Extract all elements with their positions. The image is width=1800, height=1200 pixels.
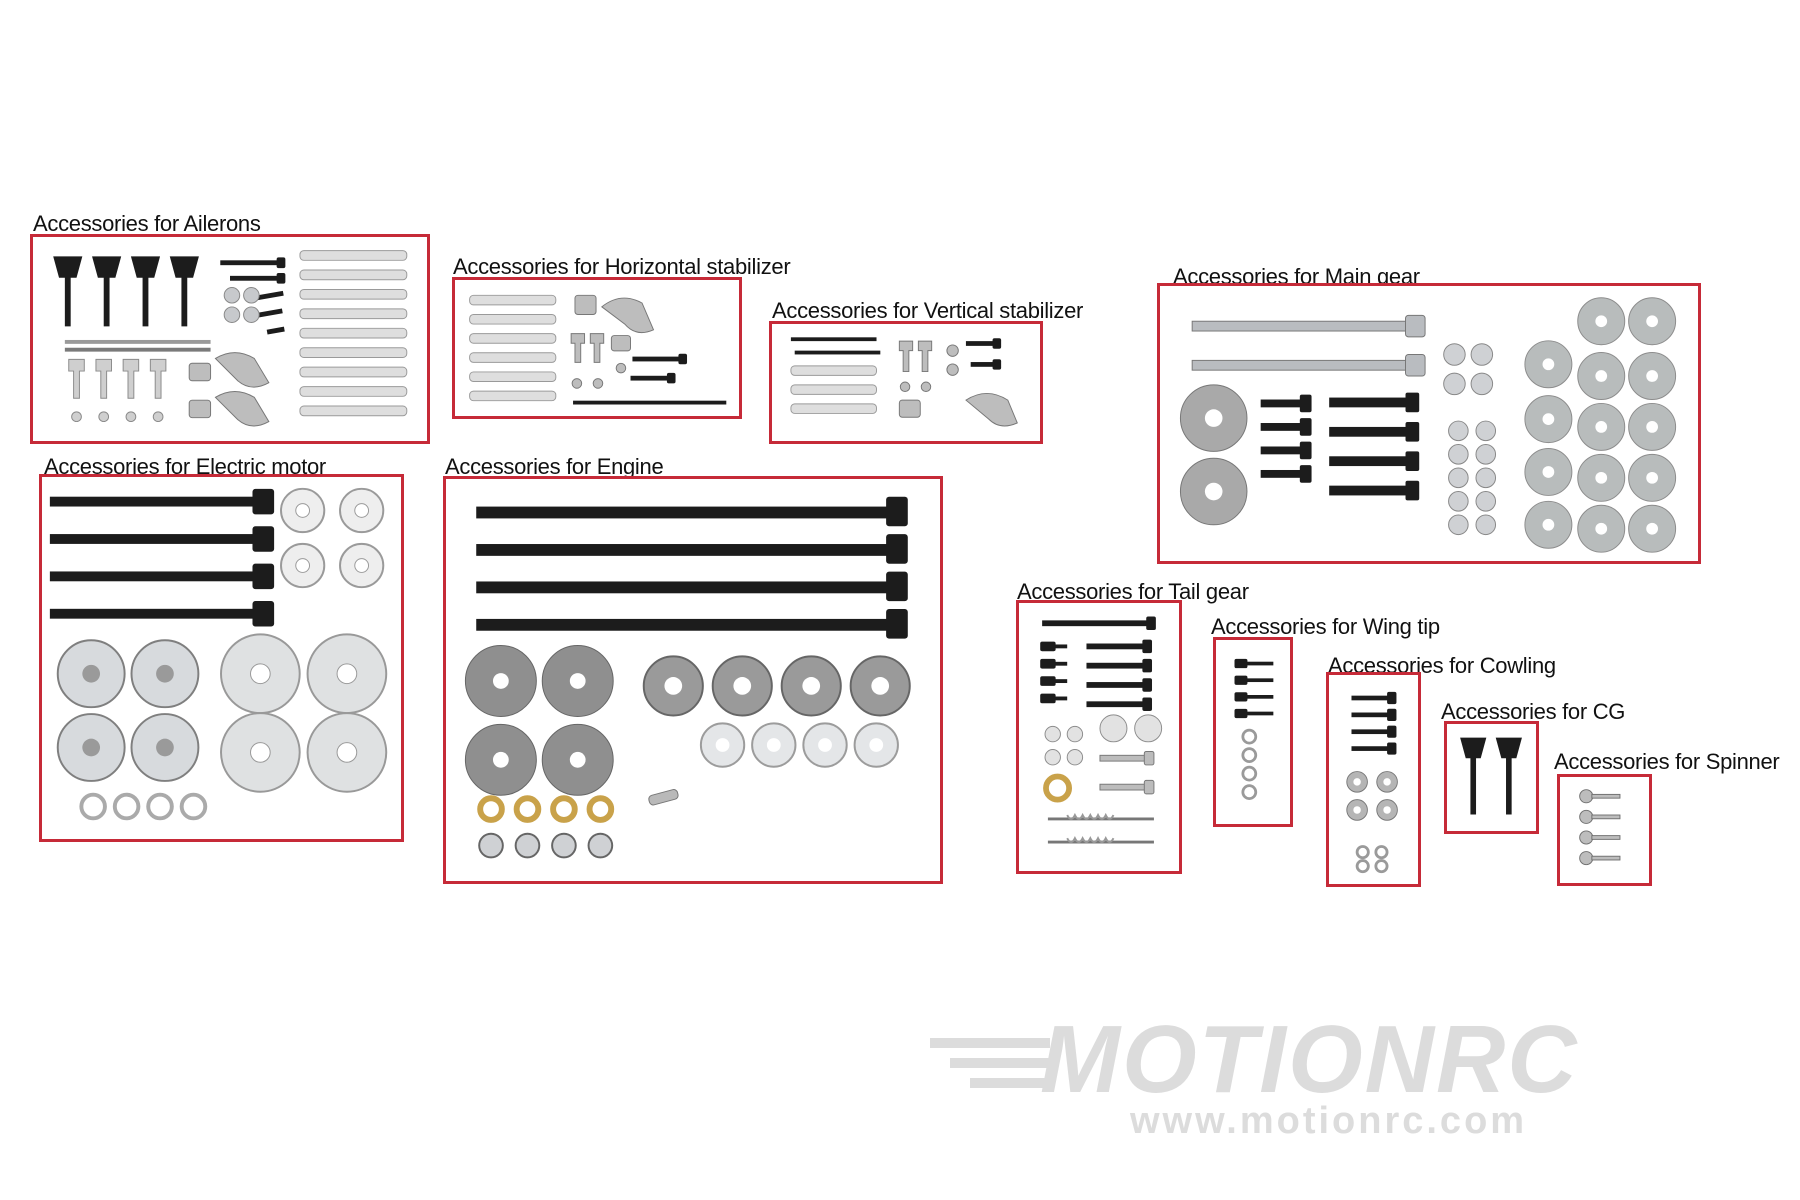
group-box-engine — [443, 476, 943, 884]
vertical-stabilizer-parts-image — [790, 337, 1018, 427]
main-gear-parts-image — [1179, 297, 1677, 553]
group-label-electric-motor: Accessories for Electric motor — [44, 454, 326, 479]
group-box-spinner — [1557, 774, 1652, 886]
tail-gear-parts-image — [1040, 616, 1163, 844]
electric-motor-parts-image — [49, 487, 388, 821]
group-box-wing-tip — [1213, 637, 1293, 827]
motionrc-url: www.motionrc.com — [1130, 1100, 1528, 1142]
group-box-tail-gear — [1016, 600, 1182, 874]
group-label-vertical-stabilizer: Accessories for Vertical stabilizer — [772, 298, 1084, 323]
cg-parts-image — [1460, 737, 1522, 815]
group-box-cg — [1444, 721, 1539, 834]
group-label-cowling: Accessories for Cowling — [1328, 653, 1556, 678]
group-label-ailerons: Accessories for Ailerons — [33, 211, 261, 236]
motionrc-logo: MOTIONRC — [930, 1006, 1579, 1110]
group-label-main-gear: Accessories for Main gear — [1173, 264, 1420, 289]
motionrc-logo-text: MOTIONRC — [1040, 1006, 1579, 1110]
group-label-horizontal-stabilizer: Accessories for Horizontal stabilizer — [453, 254, 791, 279]
group-label-cg: Accessories for CG — [1441, 699, 1626, 724]
group-label-engine: Accessories for Engine — [445, 454, 664, 479]
group-box-main-gear — [1157, 283, 1701, 564]
cowling-parts-image — [1346, 691, 1398, 874]
group-box-horizontal-stabilizer — [452, 277, 742, 419]
engine-parts-image — [464, 496, 911, 859]
group-label-wing-tip: Accessories for Wing tip — [1211, 614, 1440, 639]
motionrc-watermark: MOTIONRC www.motionrc.com — [930, 1000, 1730, 1160]
group-box-ailerons — [30, 234, 430, 444]
group-box-cowling — [1326, 672, 1421, 887]
horizontal-stabilizer-parts-image — [469, 294, 727, 405]
spinner-parts-image — [1579, 789, 1621, 866]
group-label-tail-gear: Accessories for Tail gear — [1017, 579, 1249, 604]
ailerons-parts-image — [53, 250, 408, 427]
wing-tip-parts-image — [1234, 658, 1274, 800]
group-box-vertical-stabilizer — [769, 321, 1043, 444]
group-box-electric-motor — [39, 474, 404, 842]
group-label-spinner: Accessories for Spinner — [1554, 749, 1780, 774]
